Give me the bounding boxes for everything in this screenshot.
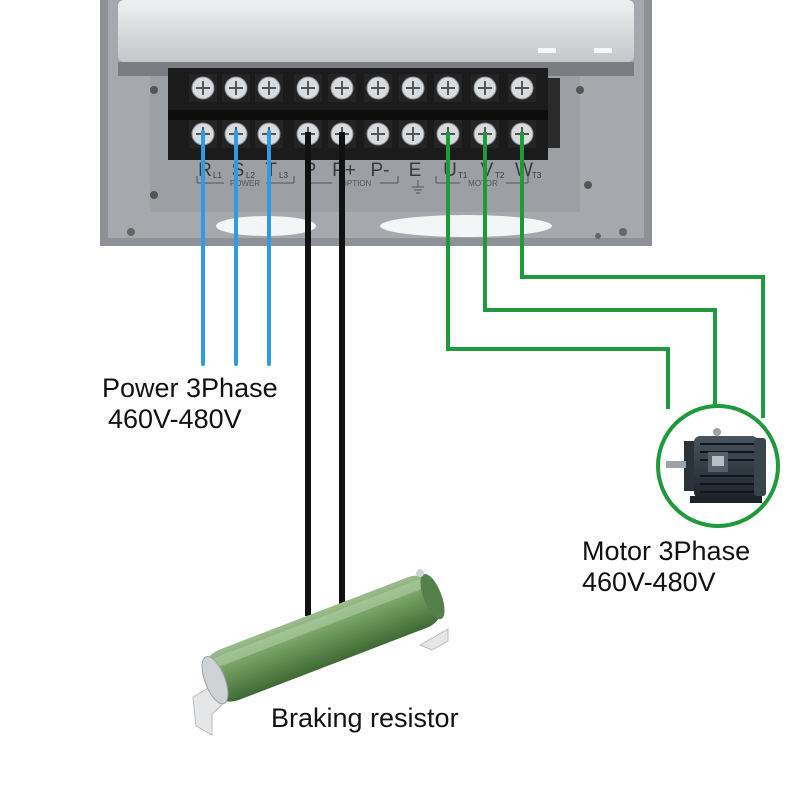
- terminal-label-w: W: [515, 160, 533, 181]
- terminal-sublabel-v: T2: [495, 171, 505, 180]
- motor: [656, 404, 780, 528]
- motor-caption: Motor 3Phase 460V-480V: [582, 536, 750, 598]
- terminal-pminus: [364, 74, 392, 148]
- terminal-sublabel-r: L1: [213, 171, 222, 180]
- resistor-caption: Braking resistor: [271, 703, 459, 733]
- terminal-block: [168, 68, 560, 160]
- wire-v: [483, 132, 717, 405]
- terminal-sublabel-t: L3: [279, 171, 288, 180]
- terminal-label-t: T: [265, 160, 277, 181]
- motor-wires: [446, 132, 765, 418]
- ground-icon: [412, 180, 424, 194]
- terminal-label-pminus: P-: [371, 160, 390, 181]
- terminal-e: [399, 74, 427, 148]
- power-caption-line2: 460V-480V: [108, 404, 242, 434]
- power-caption: Power 3Phase 460V-480V: [102, 373, 278, 435]
- motor-caption-line2: 460V-480V: [582, 567, 716, 597]
- brake-wires: [305, 132, 345, 616]
- power-caption-line1: Power 3Phase: [102, 373, 278, 403]
- terminal-label-v: V: [481, 160, 494, 181]
- wire-w: [520, 132, 765, 418]
- motor-caption-line1: Motor 3Phase: [582, 536, 751, 566]
- terminal-label-e: E: [409, 160, 422, 181]
- wire-u: [446, 132, 670, 409]
- terminal-sublabel-w: T3: [532, 171, 542, 180]
- group-label-power: POWER: [230, 179, 260, 188]
- terminal-sublabel-u: T1: [458, 171, 468, 180]
- power-wires: [201, 130, 271, 366]
- group-label-option: OPTION: [341, 179, 372, 188]
- braking-resistor: [192, 569, 449, 736]
- top-cover: [118, 0, 634, 62]
- terminal-sublabel-s: L2: [246, 171, 255, 180]
